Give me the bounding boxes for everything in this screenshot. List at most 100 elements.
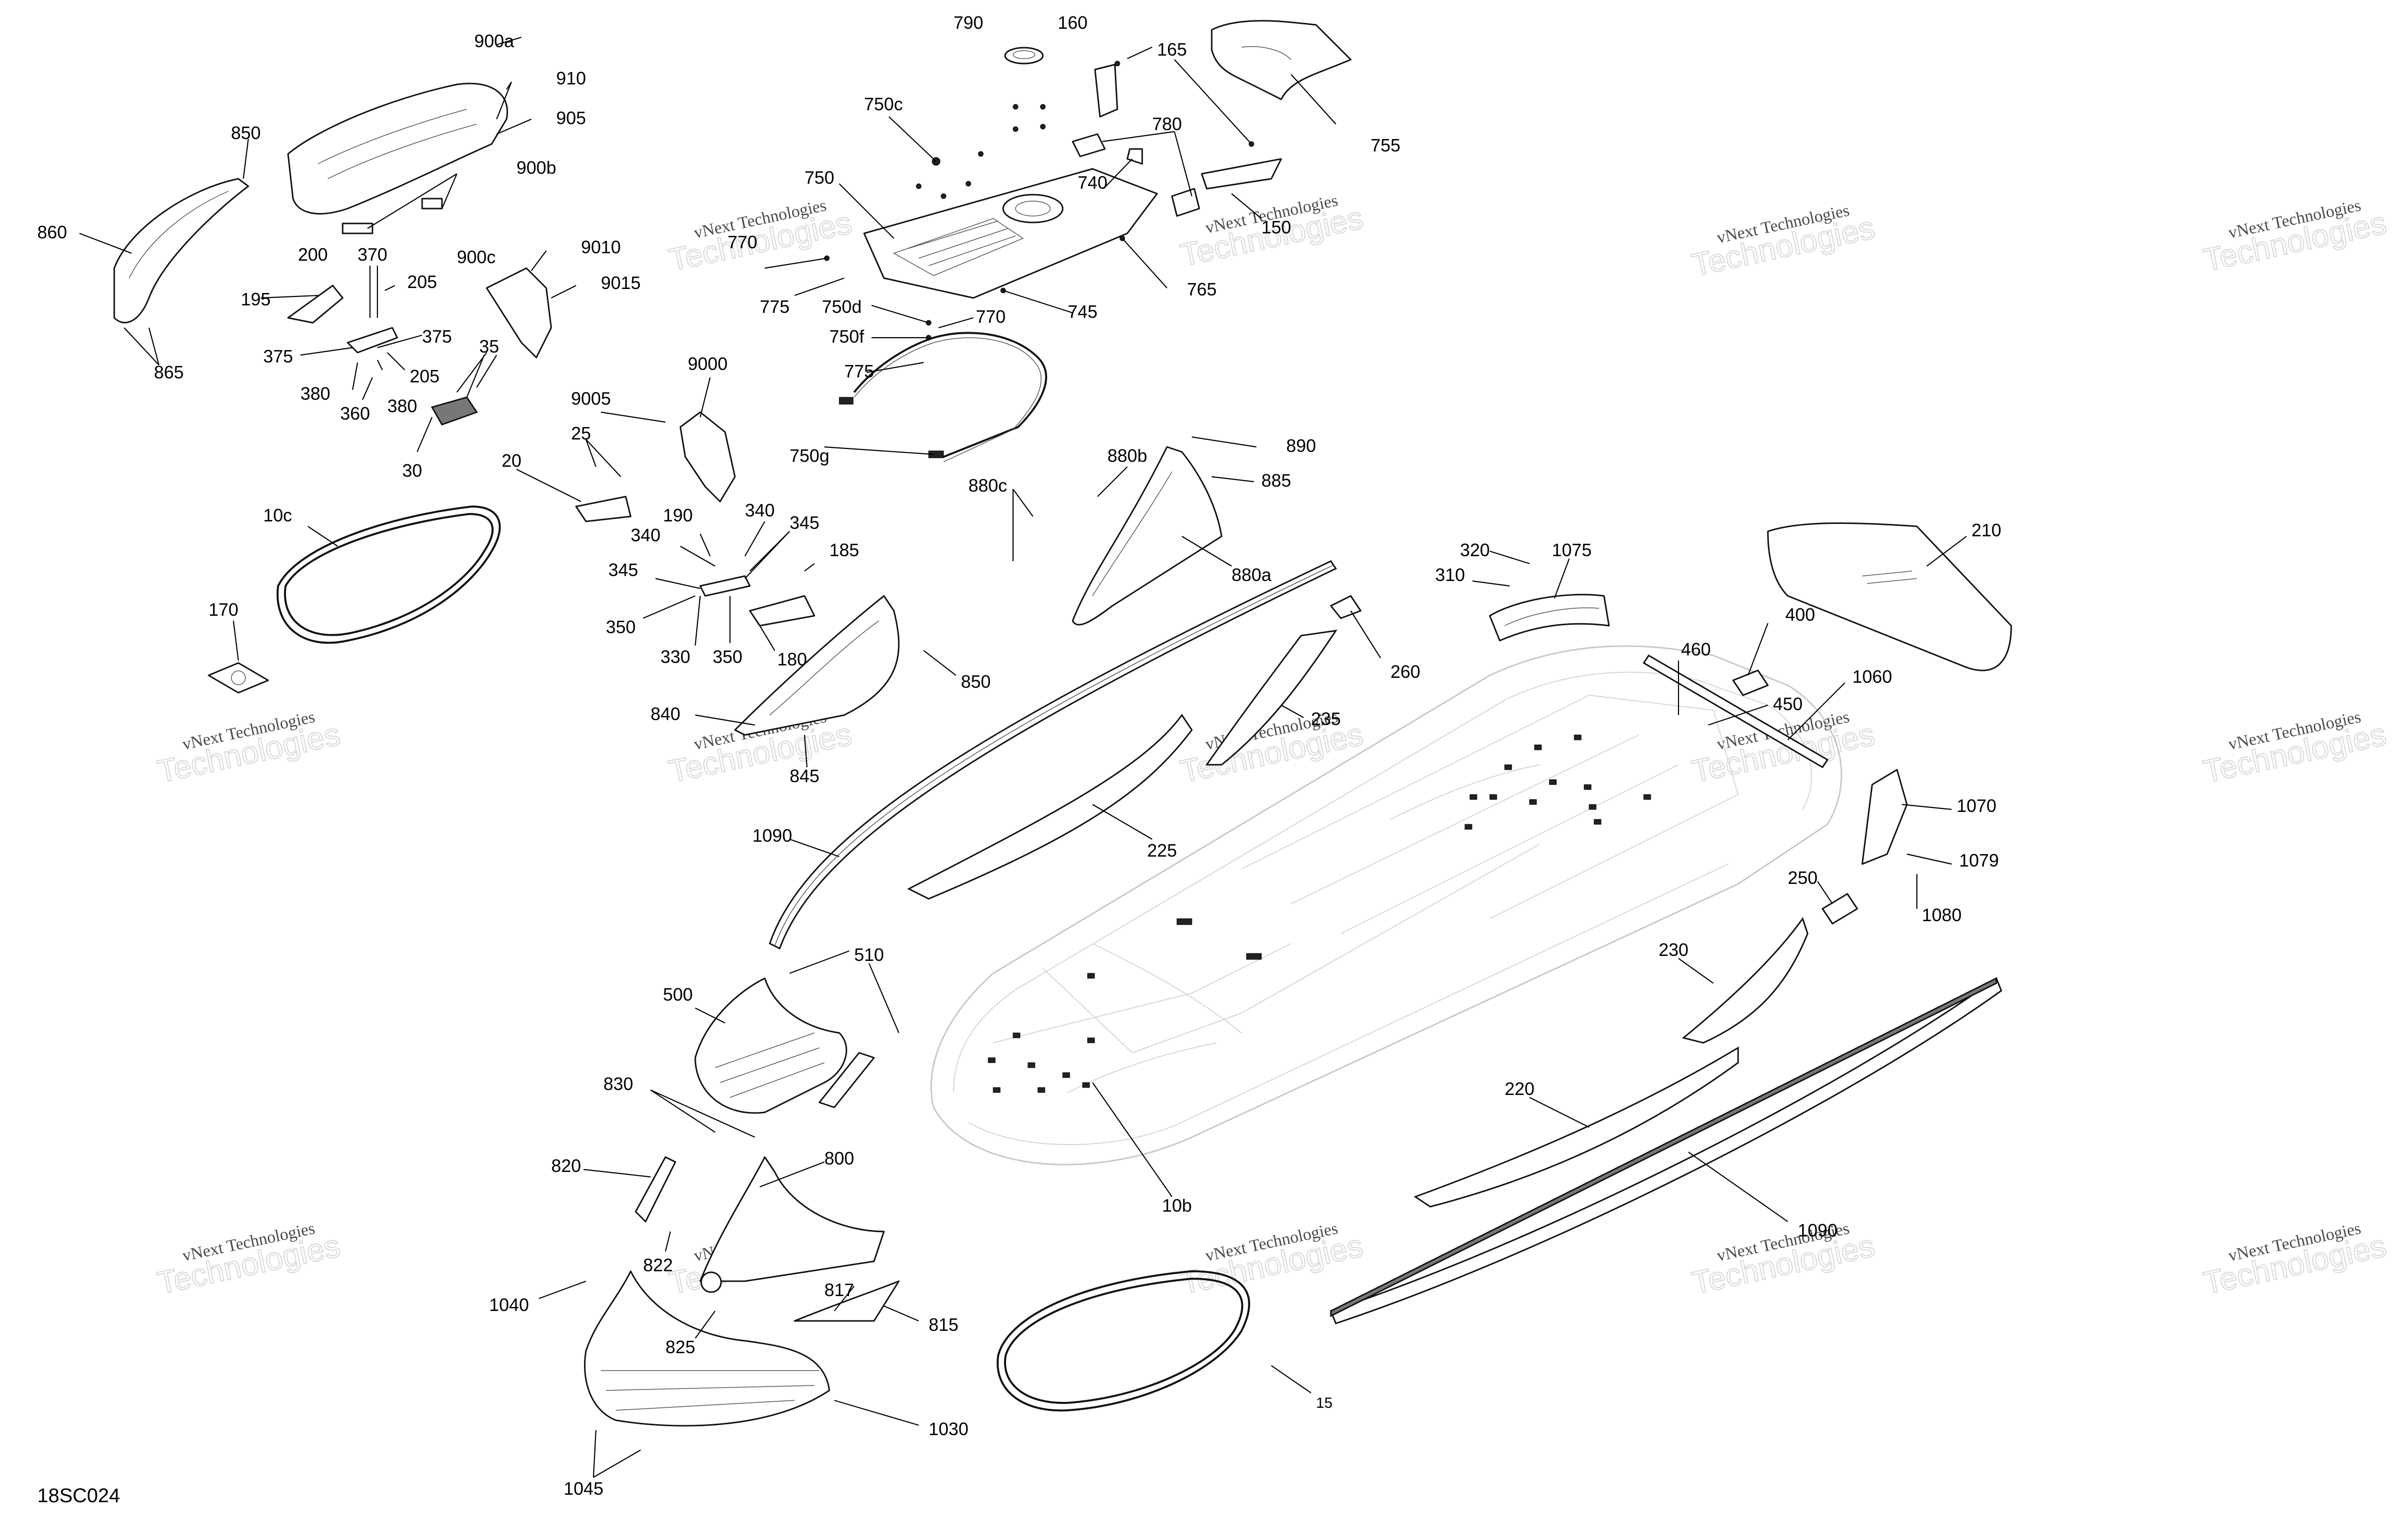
part-label: 1079	[1959, 850, 1999, 871]
part-label: 15	[1316, 1395, 1332, 1411]
plug-250	[1822, 893, 1858, 925]
part-label: 170	[209, 599, 238, 620]
gasket-10c	[276, 505, 501, 644]
part-label: 210	[1971, 520, 2001, 540]
part-label: 310	[1435, 565, 1465, 585]
bracket-180	[749, 595, 815, 627]
bracket-9000	[679, 411, 736, 503]
console-panel-750	[863, 168, 1158, 299]
part-label: 750d	[822, 296, 862, 317]
part-label: 20	[502, 450, 521, 471]
part-label: 740	[1078, 172, 1107, 193]
trim-1060	[1642, 654, 1829, 769]
part-label: 225	[1147, 840, 1177, 861]
part-label: 845	[790, 766, 819, 786]
panel-880a	[1072, 446, 1223, 626]
console-assembly	[824, 20, 1352, 462]
part-label: 850	[961, 671, 991, 692]
part-label: 775	[844, 361, 874, 381]
part-label: 370	[358, 244, 387, 265]
hull-clips	[988, 734, 1651, 1093]
clip	[1574, 734, 1582, 740]
mat-225	[907, 714, 1193, 900]
part-label: 10c	[263, 505, 292, 525]
seat-900a	[287, 82, 508, 215]
clip	[1643, 794, 1651, 800]
clip	[1087, 1037, 1095, 1043]
part-label: 840	[651, 704, 680, 724]
cup-holder	[1002, 194, 1064, 223]
trim-860	[113, 178, 249, 323]
part-label: 230	[1659, 940, 1688, 960]
part-label: 890	[1286, 436, 1316, 456]
part-label: 910	[556, 68, 586, 88]
clip	[1246, 953, 1262, 960]
mat-755	[1211, 20, 1352, 100]
part-label: 770	[976, 306, 1006, 327]
trim-150	[1201, 158, 1282, 190]
part-label: 205	[410, 366, 439, 386]
plug-260	[1330, 595, 1362, 619]
part-label: 880b	[1107, 445, 1147, 466]
watermark: Technologies vNext Technologies	[154, 708, 344, 790]
part-label: 750g	[790, 445, 829, 466]
part-label: 400	[1785, 604, 1815, 625]
bumper-800	[699, 1156, 885, 1282]
clip	[1529, 799, 1537, 805]
part-label: 190	[663, 505, 693, 525]
part-label: 825	[665, 1337, 695, 1357]
trim-510	[818, 1052, 875, 1108]
part-label: 775	[760, 296, 790, 317]
part-labels: 790 160 165 755 750c 780 740 150 750 770…	[37, 12, 2001, 1499]
part-label: 9015	[601, 273, 641, 293]
clip	[1594, 819, 1602, 825]
flange-170	[208, 662, 269, 694]
clip	[1464, 824, 1472, 830]
front-parts	[584, 977, 900, 1427]
clip	[1589, 804, 1597, 810]
part-label: 345	[790, 512, 819, 533]
part-label: 745	[1068, 301, 1097, 322]
clip	[1534, 744, 1542, 750]
part-label: 765	[1187, 279, 1217, 299]
part-label: 150	[1261, 217, 1291, 237]
part-label: 330	[660, 647, 690, 667]
clip	[1082, 1082, 1090, 1088]
mat-220	[1413, 1046, 1739, 1208]
part-label: 850	[231, 123, 261, 143]
rub-rail-1090-lower	[1330, 977, 2002, 1324]
part-label: 195	[241, 289, 271, 309]
clip	[1176, 918, 1192, 925]
cap-790	[1004, 47, 1044, 65]
part-label: 460	[1681, 639, 1711, 659]
part-label: 35	[479, 336, 499, 357]
part-label: 360	[340, 403, 370, 424]
part-label: 1045	[564, 1478, 603, 1499]
part-label: 260	[1390, 661, 1420, 682]
part-label: 780	[1152, 114, 1182, 134]
bracket-195	[287, 285, 344, 324]
part-label: 25	[571, 423, 591, 443]
hood-500	[694, 977, 847, 1114]
part-label: 9010	[581, 237, 621, 257]
latch-765	[1171, 188, 1200, 217]
bracket-160	[1094, 64, 1118, 118]
latch-30	[431, 396, 478, 426]
mat-210	[1767, 522, 2012, 671]
clip	[1504, 764, 1512, 770]
clip	[988, 1057, 996, 1063]
watermark: Technologies vNext Technologies	[1688, 201, 1878, 284]
part-label: 755	[1371, 135, 1400, 155]
mat-235	[1205, 630, 1338, 766]
bumper-1030	[584, 1270, 830, 1427]
hull-outline	[930, 645, 1842, 1165]
watermark: Technologies vNext Technologies	[154, 1219, 344, 1302]
watermark: Technologies vNext Technologies	[665, 196, 855, 279]
clip	[1489, 794, 1497, 800]
pad-900c	[421, 198, 443, 210]
clip	[1037, 1087, 1045, 1093]
step-400	[1732, 669, 1769, 696]
seat-group	[113, 82, 1223, 736]
part-label: 345	[608, 560, 638, 580]
